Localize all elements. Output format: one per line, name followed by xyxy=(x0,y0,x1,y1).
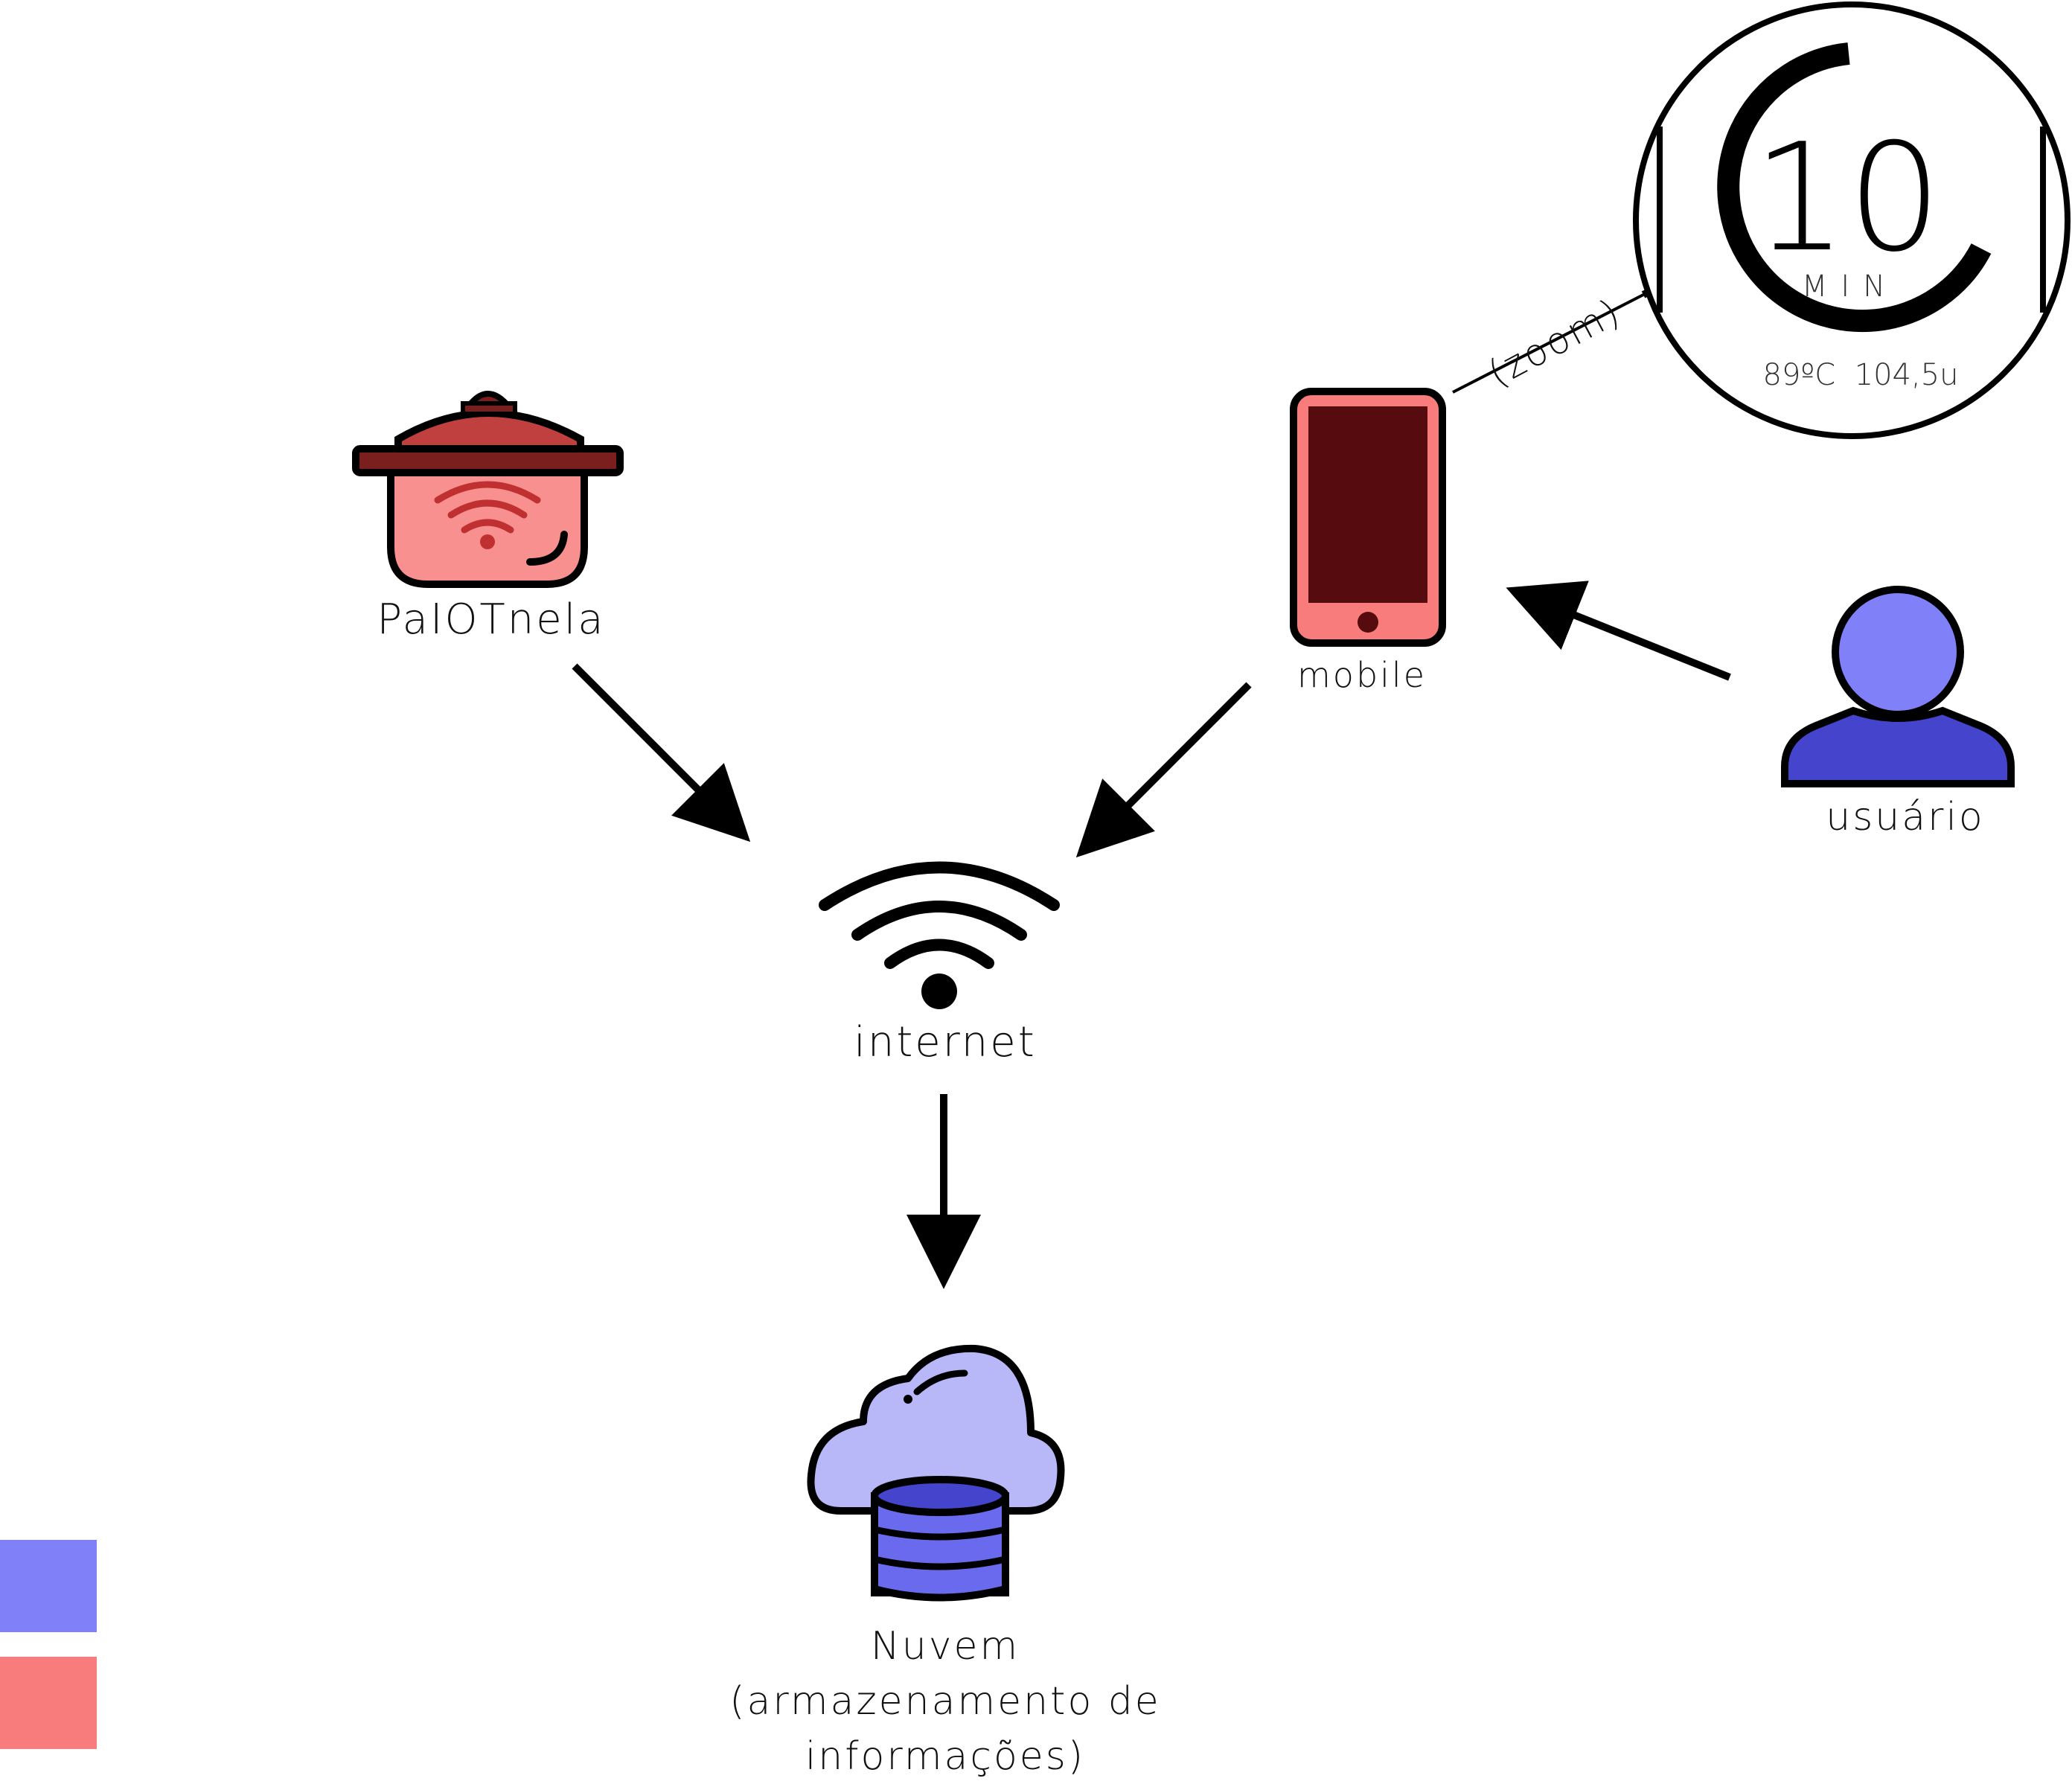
legend-swatch-blue xyxy=(0,1540,97,1632)
arrow-mobile-to-internet xyxy=(1075,682,1252,858)
arrow-user-to-mobile xyxy=(1506,581,1731,681)
zoom-magnifier: 10 MIN 89ºC 104,5u xyxy=(1633,1,2071,439)
timer-unit: MIN xyxy=(1802,269,1899,304)
wifi-icon xyxy=(819,861,1060,1009)
mobile-phone-icon xyxy=(1290,388,1446,647)
arrow-pot-to-internet xyxy=(572,663,751,843)
zoom-connector-line xyxy=(1452,292,1646,394)
timer-number: 10 xyxy=(1753,112,1942,285)
mobile-label: mobile xyxy=(1296,655,1427,695)
cloud-label: Nuvem (armazenamento de informações) xyxy=(729,1624,1161,1779)
timer-progress-ring xyxy=(1717,42,1992,333)
internet-label: internet xyxy=(854,1018,1037,1067)
user-icon xyxy=(1781,586,2015,787)
sensor-readings: 89ºC 104,5u xyxy=(1763,358,1959,392)
cloud-database-icon xyxy=(807,1344,1065,1602)
pot-label: PaIOTnela xyxy=(377,595,606,644)
cooking-pot-icon xyxy=(352,391,624,588)
legend-swatch-red xyxy=(0,1657,97,1749)
user-label: usuário xyxy=(1826,795,1985,840)
